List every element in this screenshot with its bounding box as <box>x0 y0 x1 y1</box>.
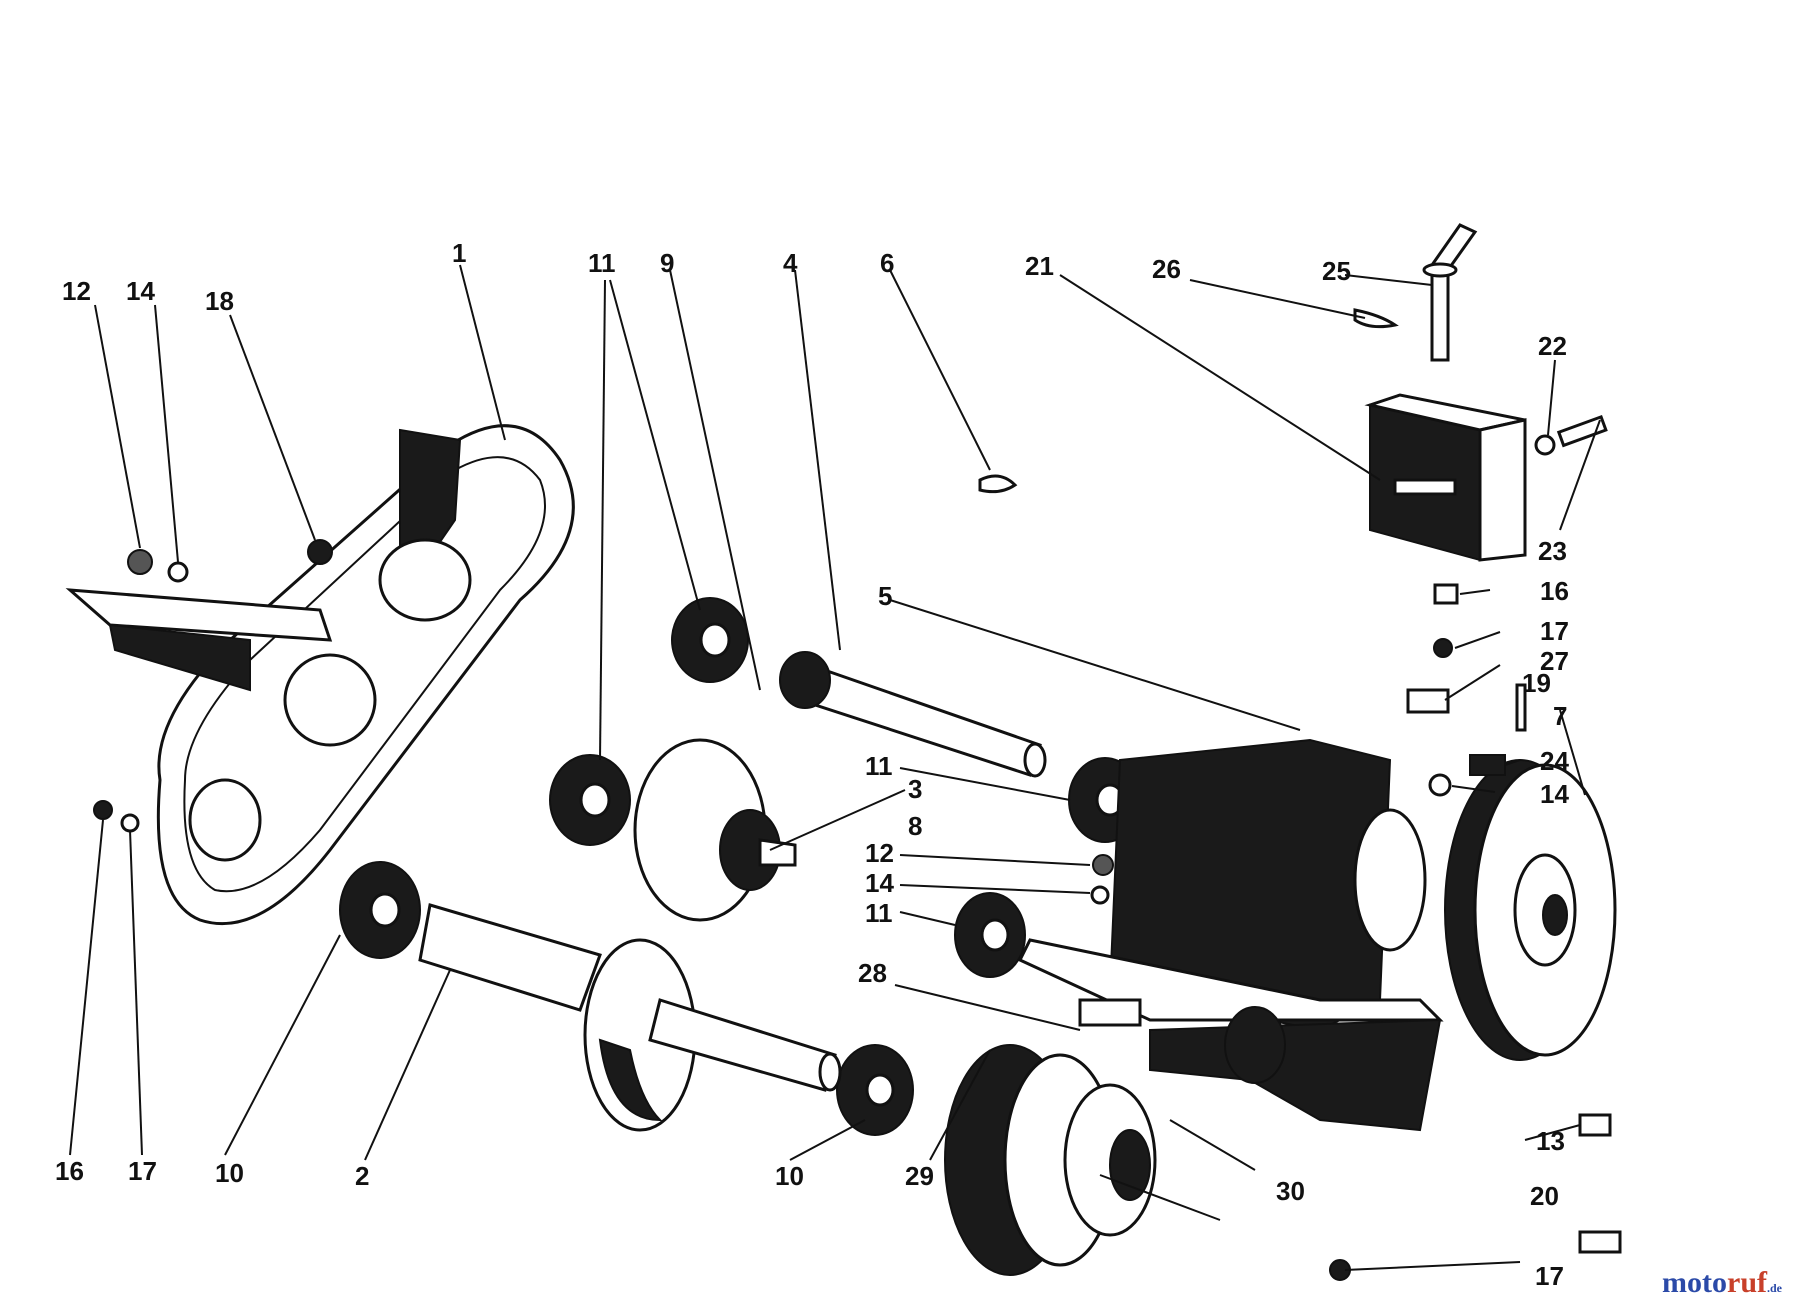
label-12: 12 <box>62 276 91 306</box>
label-14: 14 <box>126 276 155 306</box>
label-11-mid: 11 <box>865 751 893 781</box>
label-3: 3 <box>908 774 922 804</box>
label-30: 30 <box>1276 1176 1305 1206</box>
chain-case <box>65 424 575 926</box>
large-pulley <box>1444 759 1617 1061</box>
bearing-10-left <box>339 861 421 959</box>
leader-lines <box>69 264 1601 1271</box>
label-9: 9 <box>660 248 674 278</box>
label-10-right: 10 <box>775 1161 804 1191</box>
washer-17-left <box>120 813 140 833</box>
clip-26 <box>1353 308 1399 329</box>
label-26: 26 <box>1152 254 1181 284</box>
small-hardware <box>93 308 1622 1281</box>
label-15: 16 <box>55 1156 84 1186</box>
lower-pulley <box>944 1044 1157 1276</box>
label-24: 24 <box>1540 746 1569 776</box>
pin <box>1422 223 1478 362</box>
nut-15 <box>93 800 113 820</box>
watermark-suffix: .de <box>1767 1281 1782 1295</box>
washer-22 <box>1534 434 1556 456</box>
bolt-16-upper <box>1433 583 1459 605</box>
label-2: 2 <box>355 1161 369 1191</box>
label-8: 8 <box>908 811 922 841</box>
upper-shaft <box>779 651 1047 778</box>
label-11: 11 <box>588 248 616 278</box>
label-23: 23 <box>1538 536 1567 566</box>
label-16-upper: 16 <box>1540 576 1569 606</box>
washer-14-left <box>167 561 189 583</box>
label-6: 6 <box>880 248 894 278</box>
bracket <box>1364 393 1527 562</box>
watermark-brand-a: moto <box>1662 1266 1727 1299</box>
bolt-20 <box>1578 1230 1622 1254</box>
label-10-left: 10 <box>215 1158 244 1188</box>
label-12-mid: 12 <box>865 838 894 868</box>
label-1: 1 <box>452 238 466 268</box>
label-17-left: 17 <box>128 1156 157 1186</box>
sprocket <box>633 738 797 922</box>
key-6 <box>978 474 1018 494</box>
label-28: 28 <box>858 958 887 988</box>
nut-19 <box>307 539 333 565</box>
label-19: 18 <box>205 286 234 316</box>
label-21: 21 <box>1025 251 1054 281</box>
bolt-13 <box>1578 1113 1612 1137</box>
label-11-low: 11 <box>865 898 893 928</box>
label-27: 27 <box>1540 646 1569 676</box>
brand-watermark: motoruf.de <box>1662 1266 1782 1300</box>
label-5: 5 <box>878 581 892 611</box>
clamp-27 <box>1406 688 1450 714</box>
nut-12-mid <box>1092 854 1114 876</box>
label-22: 22 <box>1538 331 1567 361</box>
bolt-23 <box>1556 414 1608 448</box>
callout-labels: 12 14 18 1 11 9 4 6 21 26 25 22 23 16 17… <box>55 238 1569 1291</box>
washer-17-right <box>1433 638 1453 658</box>
label-17-right: 17 <box>1540 616 1569 646</box>
bearing-11-upper <box>671 597 749 683</box>
lower-shaft <box>418 903 842 1132</box>
label-20: 20 <box>1530 1181 1559 1211</box>
watermark-brand-b: ruf <box>1727 1266 1767 1299</box>
label-14-right: 14 <box>1540 779 1569 809</box>
gearbox-frame <box>1017 738 1444 1132</box>
label-18-right: 19 <box>1522 668 1551 698</box>
label-4: 4 <box>783 248 798 278</box>
bearing-11-mid <box>954 892 1026 978</box>
label-7: 7 <box>1553 701 1567 731</box>
label-14-mid: 14 <box>865 868 894 898</box>
nut-12-left <box>127 549 153 575</box>
washer-14-right <box>1428 773 1452 797</box>
bearing-10-right <box>836 1044 914 1136</box>
bolt-24 <box>1469 754 1506 776</box>
label-16-low: 17 <box>1535 1261 1564 1291</box>
label-25: 25 <box>1322 256 1351 286</box>
washer-14-mid <box>1090 885 1110 905</box>
bearing-11-left <box>549 754 631 846</box>
label-13: 13 <box>1536 1126 1565 1156</box>
label-29: 29 <box>905 1161 934 1191</box>
bolt-18-right <box>1515 683 1527 732</box>
